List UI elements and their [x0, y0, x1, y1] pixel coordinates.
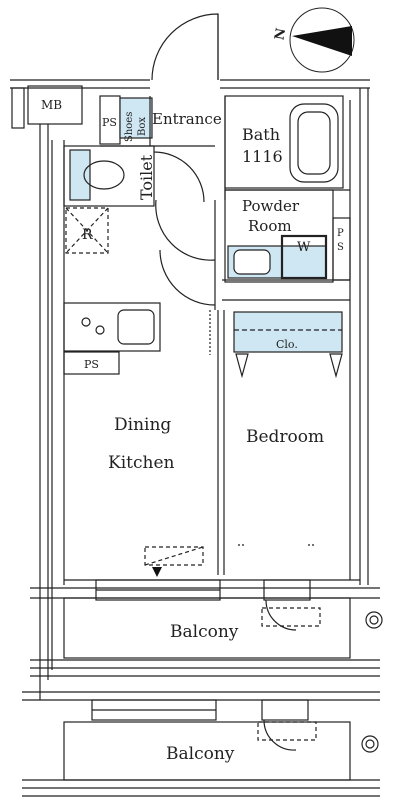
label-room: Room [248, 217, 292, 235]
bath-room [224, 95, 344, 189]
label-w: W [297, 240, 311, 255]
compass-north-label: N [272, 27, 289, 41]
refrigerator-space [65, 207, 109, 254]
label-mb: MB [41, 98, 62, 112]
sash-window-bedroom[interactable] [263, 579, 311, 601]
label-ps-right-p: P [337, 228, 344, 239]
label-ps-top: PS [102, 116, 117, 129]
label-box: Box [137, 117, 148, 136]
balcony-1-area [63, 597, 351, 659]
label-bath: Bath [242, 125, 280, 144]
label-balcony-2: Balcony [166, 744, 235, 764]
label-r: R [82, 227, 93, 243]
washer-space [280, 234, 328, 280]
label-balcony-1: Balcony [170, 622, 239, 642]
mb-box [27, 85, 83, 125]
label-bedroom: Bedroom [246, 427, 324, 447]
label-toilet: Toilet [137, 154, 156, 200]
label-closet: Clo. [276, 338, 298, 351]
label-dining: Dining [114, 415, 171, 435]
label-shoes: Shoes [124, 112, 135, 142]
kitchen-counter [63, 302, 161, 352]
label-bath-size: 1116 [242, 147, 283, 166]
label-entrance: Entrance [152, 110, 222, 128]
label-ps-kitchen: PS [84, 358, 99, 371]
closet [233, 311, 343, 353]
label-ps-right-s: S [337, 242, 344, 253]
label-kitchen: Kitchen [108, 453, 174, 473]
entrance-door[interactable] [151, 13, 219, 81]
label-powder: Powder [242, 197, 300, 215]
compass-north-arrow [289, 7, 355, 73]
bathtub [289, 103, 339, 183]
